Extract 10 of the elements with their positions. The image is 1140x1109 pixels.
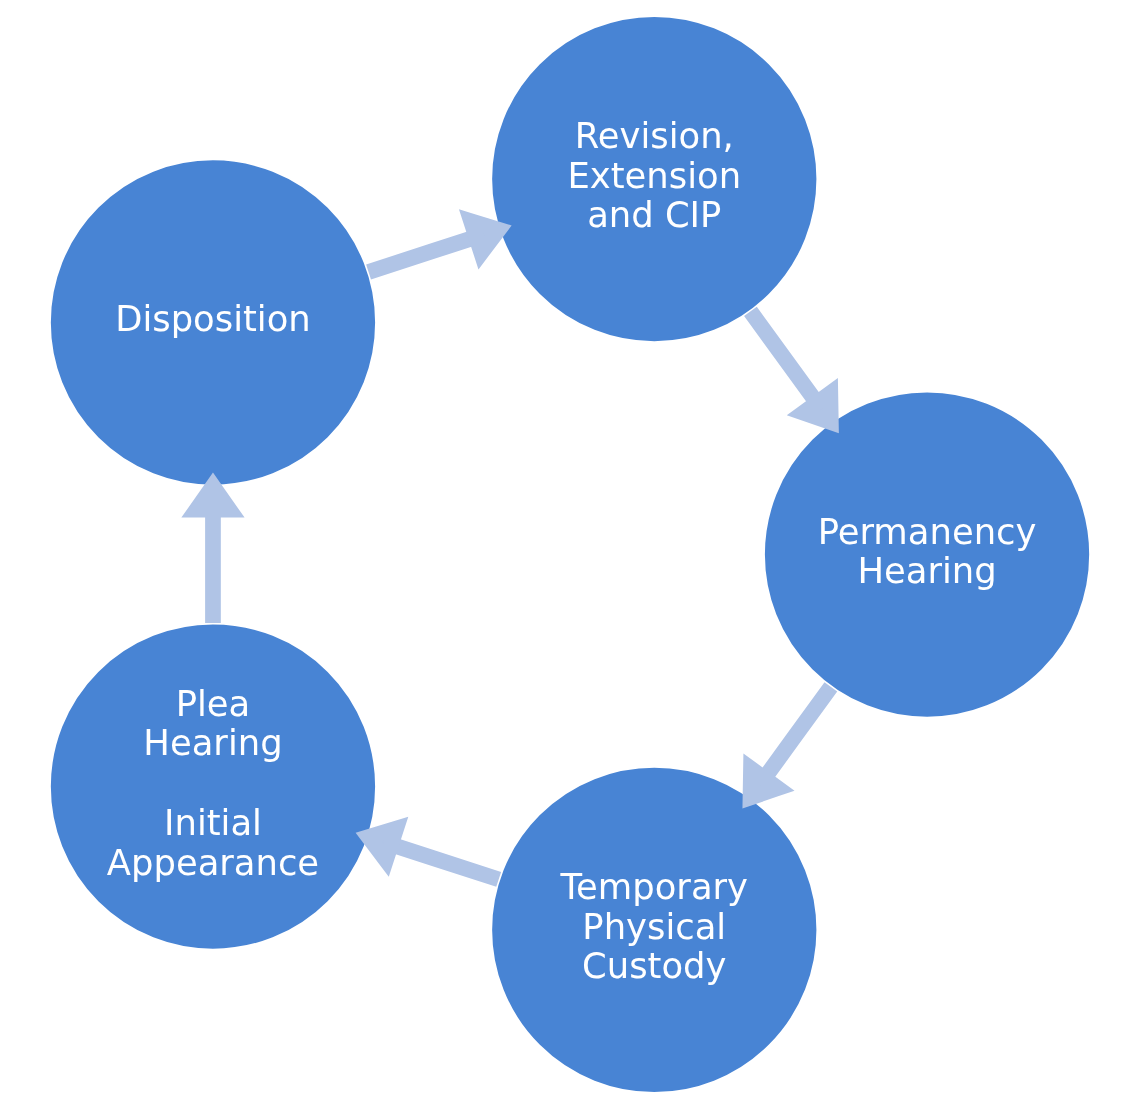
arrow xyxy=(742,682,838,809)
arrow xyxy=(355,816,502,887)
arrow xyxy=(744,306,839,434)
node-circle: Permanency Hearing xyxy=(762,390,1092,719)
node-circle: Revision, Extension and CIP xyxy=(490,15,819,344)
node-circle: Disposition xyxy=(48,158,378,487)
arrow xyxy=(366,209,512,280)
arrow xyxy=(181,472,245,623)
node-circle: Plea Hearing Initial Appearance xyxy=(48,622,378,951)
node-circle: Temporary Physical Custody xyxy=(490,765,819,1094)
